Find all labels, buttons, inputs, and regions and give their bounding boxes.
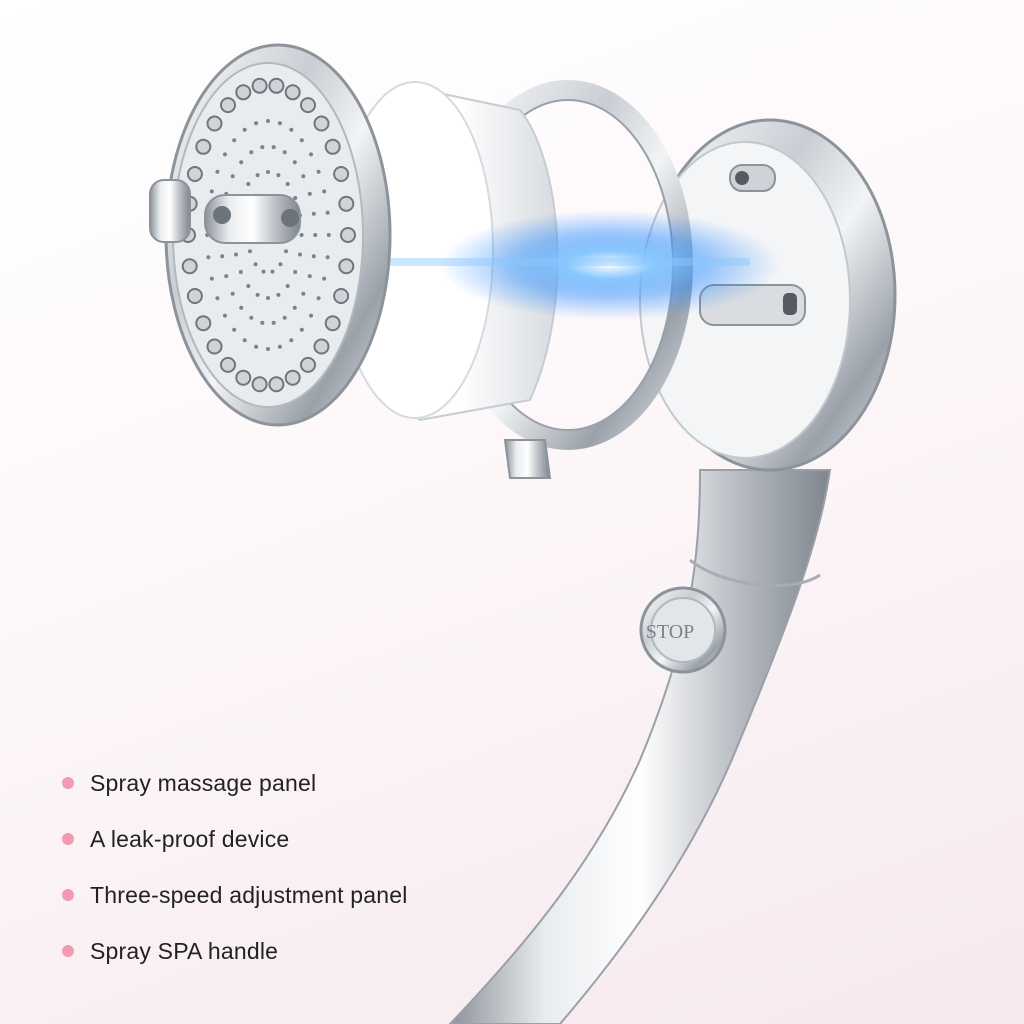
stop-button-label: STOP: [646, 621, 695, 643]
pink-dot-icon: [62, 889, 74, 901]
feature-item: A leak-proof device: [62, 811, 408, 867]
feature-label: Spray SPA handle: [90, 937, 279, 964]
pink-dot-icon: [62, 833, 74, 845]
feature-label: Spray massage panel: [90, 769, 317, 796]
feature-list: Spray massage panel A leak-proof device …: [62, 755, 408, 979]
spa-handle: [448, 469, 832, 1024]
feature-item: Spray massage panel: [62, 755, 408, 811]
pink-dot-icon: [62, 945, 74, 957]
feature-label: A leak-proof device: [90, 825, 290, 852]
feature-item: Three-speed adjustment panel: [62, 867, 408, 923]
spray-nozzles: [180, 77, 356, 393]
blue-light-glow: [440, 210, 780, 320]
feature-item: Spray SPA handle: [62, 923, 408, 979]
pink-dot-icon: [62, 777, 74, 789]
feature-label: Three-speed adjustment panel: [90, 881, 408, 908]
